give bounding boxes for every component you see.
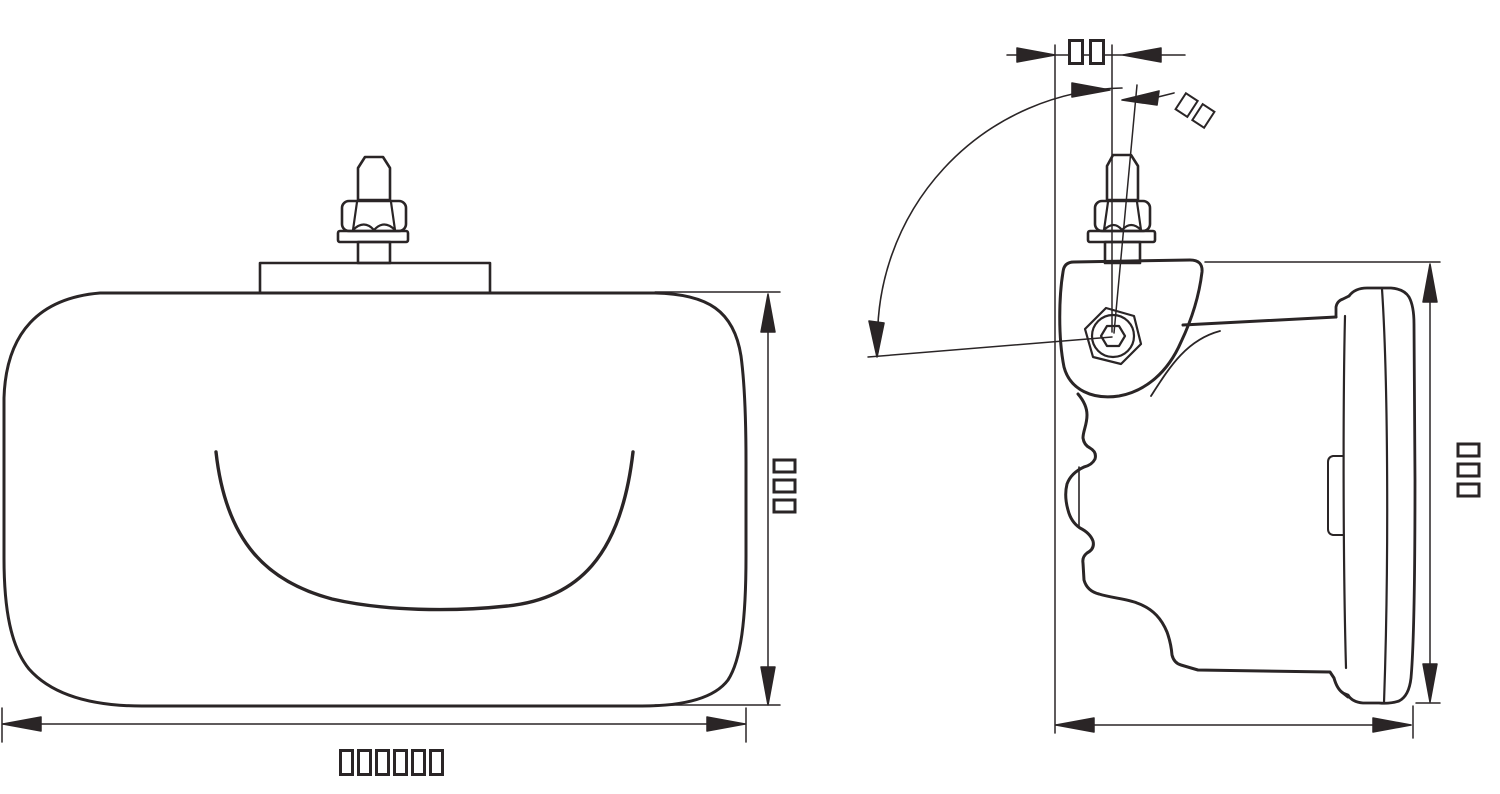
- front-view: [1, 155, 781, 743]
- tilted-reference-line: [867, 336, 1113, 358]
- missing-glyph-box: [1068, 39, 1084, 65]
- arrow-right-icon: [1372, 717, 1412, 733]
- arrow-left-icon: [1122, 47, 1162, 63]
- pivot-circle: [1090, 313, 1136, 359]
- lens-side: [1327, 286, 1417, 705]
- lens-curve: [214, 450, 635, 612]
- stud-front: [356, 155, 392, 202]
- side-mount-offset-dimension-label: [1068, 39, 1105, 65]
- arrow-right-icon: [1071, 82, 1111, 98]
- body-top-edge: [1181, 315, 1338, 327]
- arrow-left-icon: [2, 716, 42, 732]
- missing-glyph-box: [429, 749, 444, 776]
- bezel-outline: [1341, 286, 1417, 705]
- mounting-bolt-side: [1086, 153, 1157, 265]
- lens-back-line: [1342, 314, 1348, 670]
- washer-front: [336, 229, 410, 244]
- missing-glyph-box: [411, 749, 426, 776]
- pivot-hex-outer: [1083, 306, 1143, 366]
- missing-glyph-box: [1456, 442, 1481, 458]
- missing-glyph-box: [375, 749, 390, 776]
- pivot-bolt: [1083, 306, 1143, 366]
- arrow-up-icon: [760, 293, 776, 333]
- arrow-left-icon: [1121, 90, 1160, 106]
- missing-glyph-box: [393, 749, 408, 776]
- arrow-down-icon: [1422, 663, 1438, 703]
- depth-dimension-side: [1055, 705, 1414, 739]
- mounting-bolt-front: [258, 155, 492, 295]
- arrow-right-icon: [706, 716, 746, 732]
- body-profile: [1064, 392, 1350, 699]
- side-height-dimension-label: [1456, 442, 1481, 498]
- tilted-axis-line: [1113, 84, 1138, 334]
- nut-front: [340, 199, 408, 233]
- side-view: [867, 44, 1441, 739]
- missing-glyph-box: [772, 458, 797, 474]
- front-height-dimension-label: [772, 458, 797, 514]
- width-dimension-front: [1, 707, 747, 743]
- nut-facets-side: [1102, 200, 1143, 232]
- missing-glyph-box: [772, 498, 797, 514]
- bezel-seam-line: [1380, 287, 1389, 705]
- label-leader-line: [1157, 92, 1175, 98]
- height-dimension-front: [654, 291, 781, 706]
- bolt-stem-side: [1103, 240, 1142, 265]
- missing-glyph-box: [339, 749, 354, 776]
- bolt-stem-front: [356, 240, 392, 265]
- lens-top-step: [1334, 294, 1351, 319]
- angle-arc: [876, 87, 1123, 353]
- mounting-plate-front: [258, 261, 492, 295]
- pivot-hex-inner: [1099, 324, 1127, 348]
- axis-lines: [867, 44, 1138, 734]
- front-width-dimension-label: [339, 749, 444, 776]
- angle-dimension-side: [868, 82, 1175, 358]
- missing-glyph-box: [357, 749, 372, 776]
- arrow-down-icon: [760, 666, 776, 706]
- height-dimension-side: [1204, 261, 1441, 704]
- body-shoulder-curve: [1150, 330, 1221, 397]
- washer-side: [1086, 229, 1157, 244]
- missing-glyph-box: [1089, 39, 1105, 65]
- lens-tab: [1327, 455, 1344, 536]
- missing-glyph-box: [1456, 482, 1481, 498]
- lamp-body-outline: [2, 291, 748, 708]
- arrow-left-icon: [1055, 717, 1095, 733]
- arrow-up-icon: [1422, 263, 1438, 303]
- nut-side: [1093, 199, 1152, 233]
- bracket-outline: [1058, 258, 1204, 399]
- arrow-right-icon: [1016, 47, 1056, 63]
- missing-glyph-box: [1456, 462, 1481, 478]
- missing-glyph-box: [772, 478, 797, 494]
- nut-facets-front: [351, 200, 397, 232]
- arrow-down-icon: [868, 320, 885, 358]
